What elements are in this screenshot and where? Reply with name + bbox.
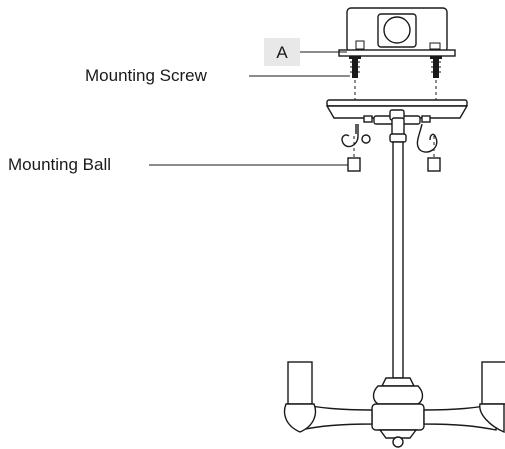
alignment-lines (354, 80, 437, 100)
canopy (325, 99, 469, 125)
candle-cups (283, 361, 505, 434)
hooks (341, 123, 438, 153)
callout-a-label: A (276, 43, 288, 62)
fixture-arms (299, 403, 497, 431)
mounting-ball-label: Mounting Ball (8, 155, 111, 174)
mounting-screw-label: Mounting Screw (85, 66, 208, 85)
mounting-screws (349, 56, 442, 78)
mounting-balls (347, 157, 441, 172)
callout-a: A (264, 38, 347, 66)
downrod (389, 117, 407, 379)
junction-box (338, 7, 456, 57)
fixture-body (371, 377, 425, 448)
